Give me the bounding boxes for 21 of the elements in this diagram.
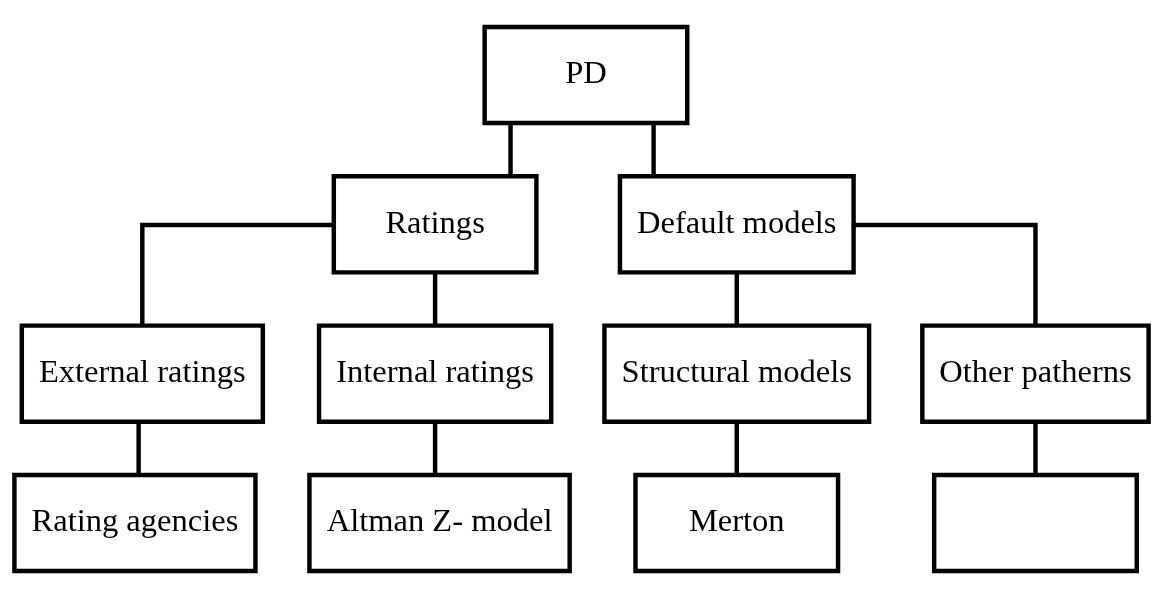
node-box: Structural models — [602, 323, 872, 424]
node-box: External ratings — [19, 323, 266, 424]
connector — [136, 421, 141, 475]
connector — [140, 222, 334, 326]
connector — [734, 421, 739, 475]
connector — [432, 272, 438, 326]
node-box: Altman Z- model — [307, 472, 572, 574]
connector — [853, 222, 1038, 326]
connector — [508, 123, 513, 176]
node-box: Ratings — [331, 174, 539, 275]
node-box: Rating agencies — [12, 472, 258, 574]
node-box: Default models — [617, 174, 856, 275]
connector — [651, 123, 656, 176]
node-box: Other patherns — [920, 323, 1151, 424]
connector — [432, 421, 438, 475]
connector — [1033, 421, 1038, 475]
node-box: Merton — [633, 472, 841, 574]
connector — [734, 272, 739, 326]
node-box: PD — [482, 24, 690, 126]
node-box — [931, 472, 1139, 574]
node-box: Internal ratings — [316, 323, 554, 424]
